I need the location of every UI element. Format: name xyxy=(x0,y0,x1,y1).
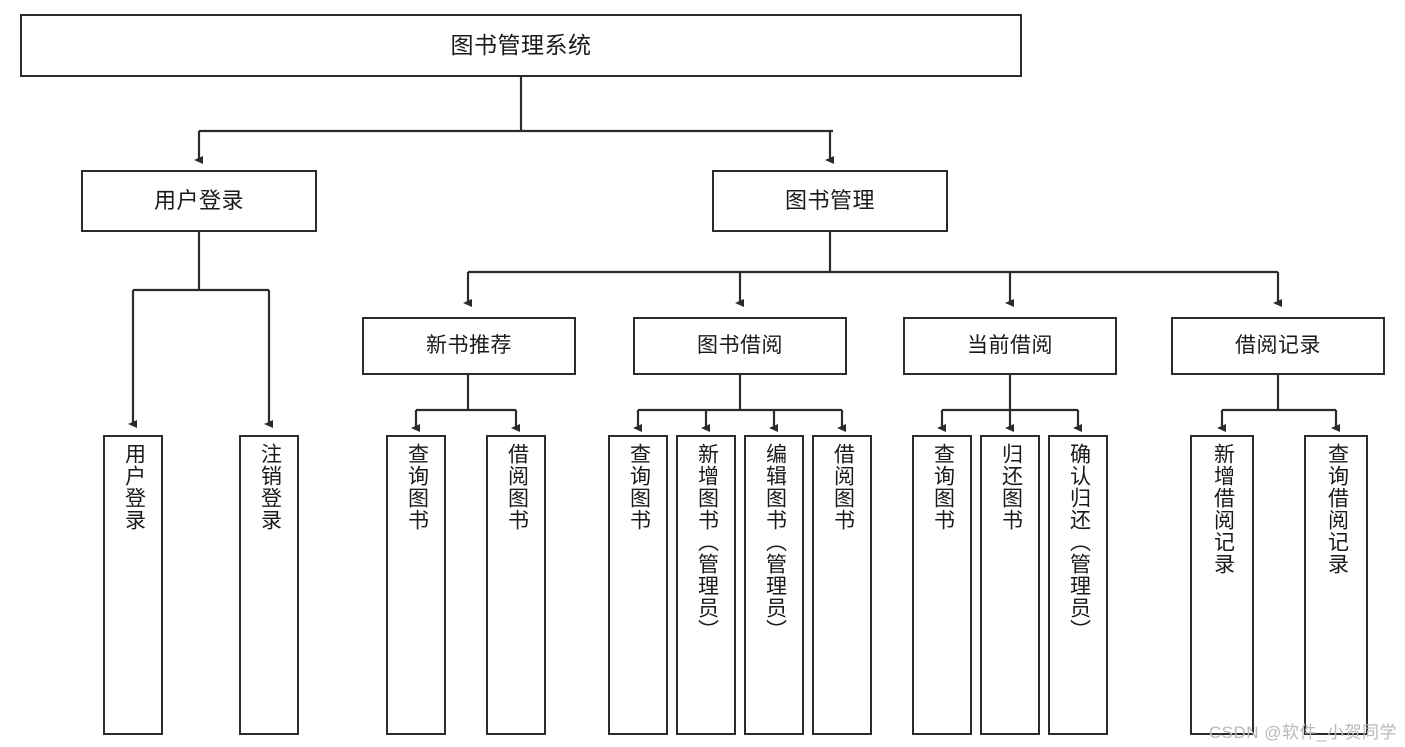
node-leaf-query-books-borrow[interactable]: 查询图书 xyxy=(608,435,668,735)
node-borrow-records[interactable]: 借阅记录 xyxy=(1171,317,1385,375)
watermark-csdn: CSDN @软件_小贺同学 xyxy=(1208,723,1397,742)
node-label: 图书管理 xyxy=(784,187,875,213)
node-root-book-management-system[interactable]: 图书管理系统 xyxy=(20,14,1022,77)
node-label: 查询借阅记录 xyxy=(1325,443,1349,575)
node-label: 用户登录 xyxy=(122,443,146,531)
node-leaf-query-books-current[interactable]: 查询图书 xyxy=(912,435,972,735)
node-label: 借阅图书 xyxy=(831,443,855,531)
node-label: 图书借阅 xyxy=(697,334,783,358)
node-label: 确认归还（管理员） xyxy=(1067,443,1091,641)
node-label: 查询图书 xyxy=(405,443,429,531)
node-label: 新增图书（管理员） xyxy=(695,443,719,641)
node-leaf-logout[interactable]: 注销登录 xyxy=(239,435,299,735)
node-user-login[interactable]: 用户登录 xyxy=(81,170,317,232)
node-leaf-add-book-admin[interactable]: 新增图书（管理员） xyxy=(676,435,736,735)
node-label: 借阅记录 xyxy=(1235,334,1321,358)
node-label: 图书管理系统 xyxy=(450,31,592,58)
node-leaf-edit-book-admin[interactable]: 编辑图书（管理员） xyxy=(744,435,804,735)
node-label: 用户登录 xyxy=(153,187,244,213)
node-label: 查询图书 xyxy=(627,443,651,531)
node-leaf-borrow-books-newbook[interactable]: 借阅图书 xyxy=(486,435,546,735)
node-book-management[interactable]: 图书管理 xyxy=(712,170,948,232)
node-leaf-query-borrow-record[interactable]: 查询借阅记录 xyxy=(1304,435,1368,735)
node-label: 新书推荐 xyxy=(426,334,512,358)
node-leaf-return-books[interactable]: 归还图书 xyxy=(980,435,1040,735)
node-leaf-query-books-newbook[interactable]: 查询图书 xyxy=(386,435,446,735)
node-label: 注销登录 xyxy=(258,443,282,531)
node-label: 归还图书 xyxy=(999,443,1023,531)
node-label: 查询图书 xyxy=(931,443,955,531)
node-label: 借阅图书 xyxy=(505,443,529,531)
node-label: 当前借阅 xyxy=(967,334,1053,358)
node-leaf-user-login[interactable]: 用户登录 xyxy=(103,435,163,735)
node-label: 新增借阅记录 xyxy=(1211,443,1235,575)
node-label: 编辑图书（管理员） xyxy=(763,443,787,641)
node-leaf-add-borrow-record[interactable]: 新增借阅记录 xyxy=(1190,435,1254,735)
node-leaf-borrow-books[interactable]: 借阅图书 xyxy=(812,435,872,735)
node-leaf-confirm-return-admin[interactable]: 确认归还（管理员） xyxy=(1048,435,1108,735)
node-new-book-recommend[interactable]: 新书推荐 xyxy=(362,317,576,375)
node-book-borrow[interactable]: 图书借阅 xyxy=(633,317,847,375)
node-current-borrow[interactable]: 当前借阅 xyxy=(903,317,1117,375)
